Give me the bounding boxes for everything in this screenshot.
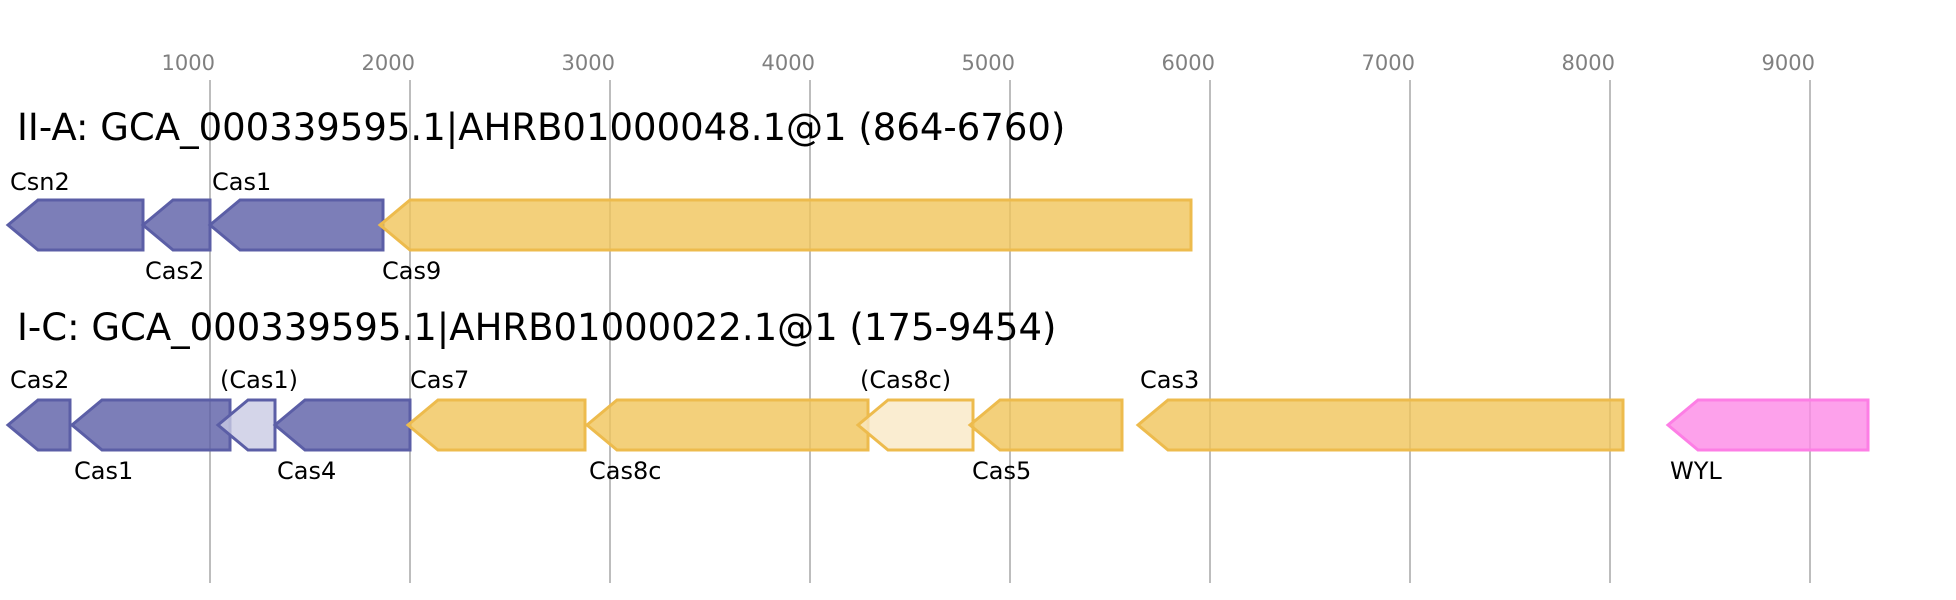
gene-cas3-label: Cas3 [1140,366,1199,394]
gene-cas1-partial-label: (Cas1) [220,366,298,394]
tracks: II-A: GCA_000339595.1|AHRB01000048.1@1 (… [5,106,1870,485]
gene-cas2-arrow[interactable] [5,398,72,452]
gene-cas8c-partial-label: (Cas8c) [860,366,951,394]
track-title: I-C: GCA_000339595.1|AHRB01000022.1@1 (1… [17,306,1056,349]
track-2: I-C: GCA_000339595.1|AHRB01000022.1@1 (1… [5,306,1870,485]
gene-wyl-arrow[interactable] [1665,398,1870,452]
gene-cas1-label: Cas1 [74,457,133,485]
gene-csn2-label: Csn2 [10,168,70,196]
gene-cas9-label: Cas9 [382,257,441,285]
tick-label: 2000 [362,51,415,75]
gene-wyl-label: WYL [1670,457,1722,485]
gene-cas2-label: Cas2 [10,366,69,394]
gene-cas7-arrow[interactable] [405,398,587,452]
tick-label: 5000 [962,51,1015,75]
tick-label: 4000 [762,51,815,75]
tick-label: 1000 [162,51,215,75]
gene-cas5-label: Cas5 [972,457,1031,485]
gene-cas2-label: Cas2 [145,257,204,285]
axis-grid: 1000 2000 3000 4000 5000 6000 7000 8000 9000 [162,51,1815,583]
gene-cas8c-label: Cas8c [589,457,661,485]
gene-cas1-arrow[interactable] [69,398,232,452]
gene-cas2-arrow[interactable] [140,198,212,252]
tick-label: 7000 [1362,51,1415,75]
gene-cas1-label: Cas1 [212,168,271,196]
tick-label: 6000 [1162,51,1215,75]
tick-label: 3000 [562,51,615,75]
gene-cas3-arrow[interactable] [1135,398,1625,452]
gene-cas7-label: Cas7 [410,366,469,394]
gene-cas4-arrow[interactable] [272,398,412,452]
gene-csn2-arrow[interactable] [5,198,145,252]
gene-cas1-arrow[interactable] [207,198,385,252]
gene-cas4-label: Cas4 [277,457,336,485]
track-title: II-A: GCA_000339595.1|AHRB01000048.1@1 (… [17,106,1065,149]
gene-cas5-arrow[interactable] [967,398,1124,452]
gene-cas9-arrow[interactable] [377,198,1193,252]
tick-label: 8000 [1562,51,1615,75]
track-1: II-A: GCA_000339595.1|AHRB01000048.1@1 (… [5,106,1193,285]
tick-label: 9000 [1762,51,1815,75]
gene-cas8c-partial-arrow[interactable] [855,398,975,452]
gene-cas8c-arrow[interactable] [584,398,870,452]
